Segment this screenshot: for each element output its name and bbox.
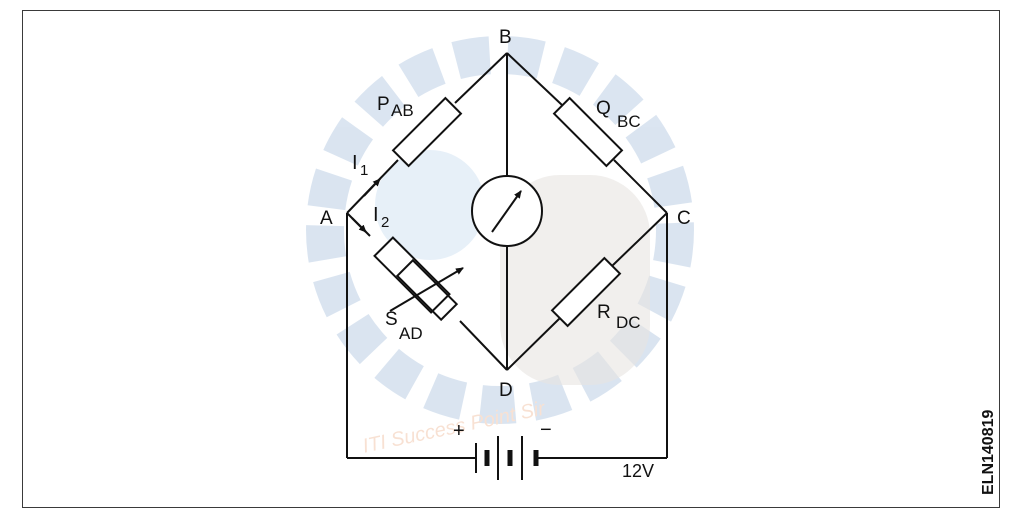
label-p-sub: AB [391, 101, 414, 120]
current-i1-arrow [363, 178, 381, 197]
resistor-p [391, 96, 463, 168]
label-i1-main: I [352, 152, 358, 174]
figure-frame [22, 10, 1000, 508]
battery [475, 436, 539, 480]
battery-minus-label: − [540, 419, 552, 441]
label-s-sub: AD [399, 324, 423, 343]
variable-resistor-arrow [389, 267, 464, 312]
label-p-main: P [377, 94, 390, 115]
resistor-s-inner [395, 258, 459, 322]
resistor-q [552, 96, 624, 168]
node-label-d: D [499, 380, 513, 401]
bridge-wires [346, 52, 668, 459]
current-i2-arrow [351, 217, 367, 233]
label-r-main: R [597, 302, 611, 323]
label-i1-sub: 1 [360, 162, 368, 179]
node-label-a: A [320, 208, 333, 229]
galvanometer-needle [491, 190, 522, 233]
node-label-c: C [677, 208, 691, 229]
label-r-sub: DC [616, 313, 641, 332]
battery-voltage-label: 12V [622, 461, 654, 481]
label-i2-sub: 2 [381, 214, 389, 231]
label-s-main: S [385, 309, 398, 330]
label-i2-main: I [373, 204, 379, 226]
label-q-main: Q [596, 98, 611, 119]
label-q-sub: BC [617, 112, 641, 131]
resistor-r [550, 256, 622, 328]
figure-code: ELN140819 [980, 410, 997, 495]
resistor-s [373, 236, 451, 314]
node-label-b: B [499, 27, 512, 48]
battery-plus-label: + [453, 420, 465, 442]
